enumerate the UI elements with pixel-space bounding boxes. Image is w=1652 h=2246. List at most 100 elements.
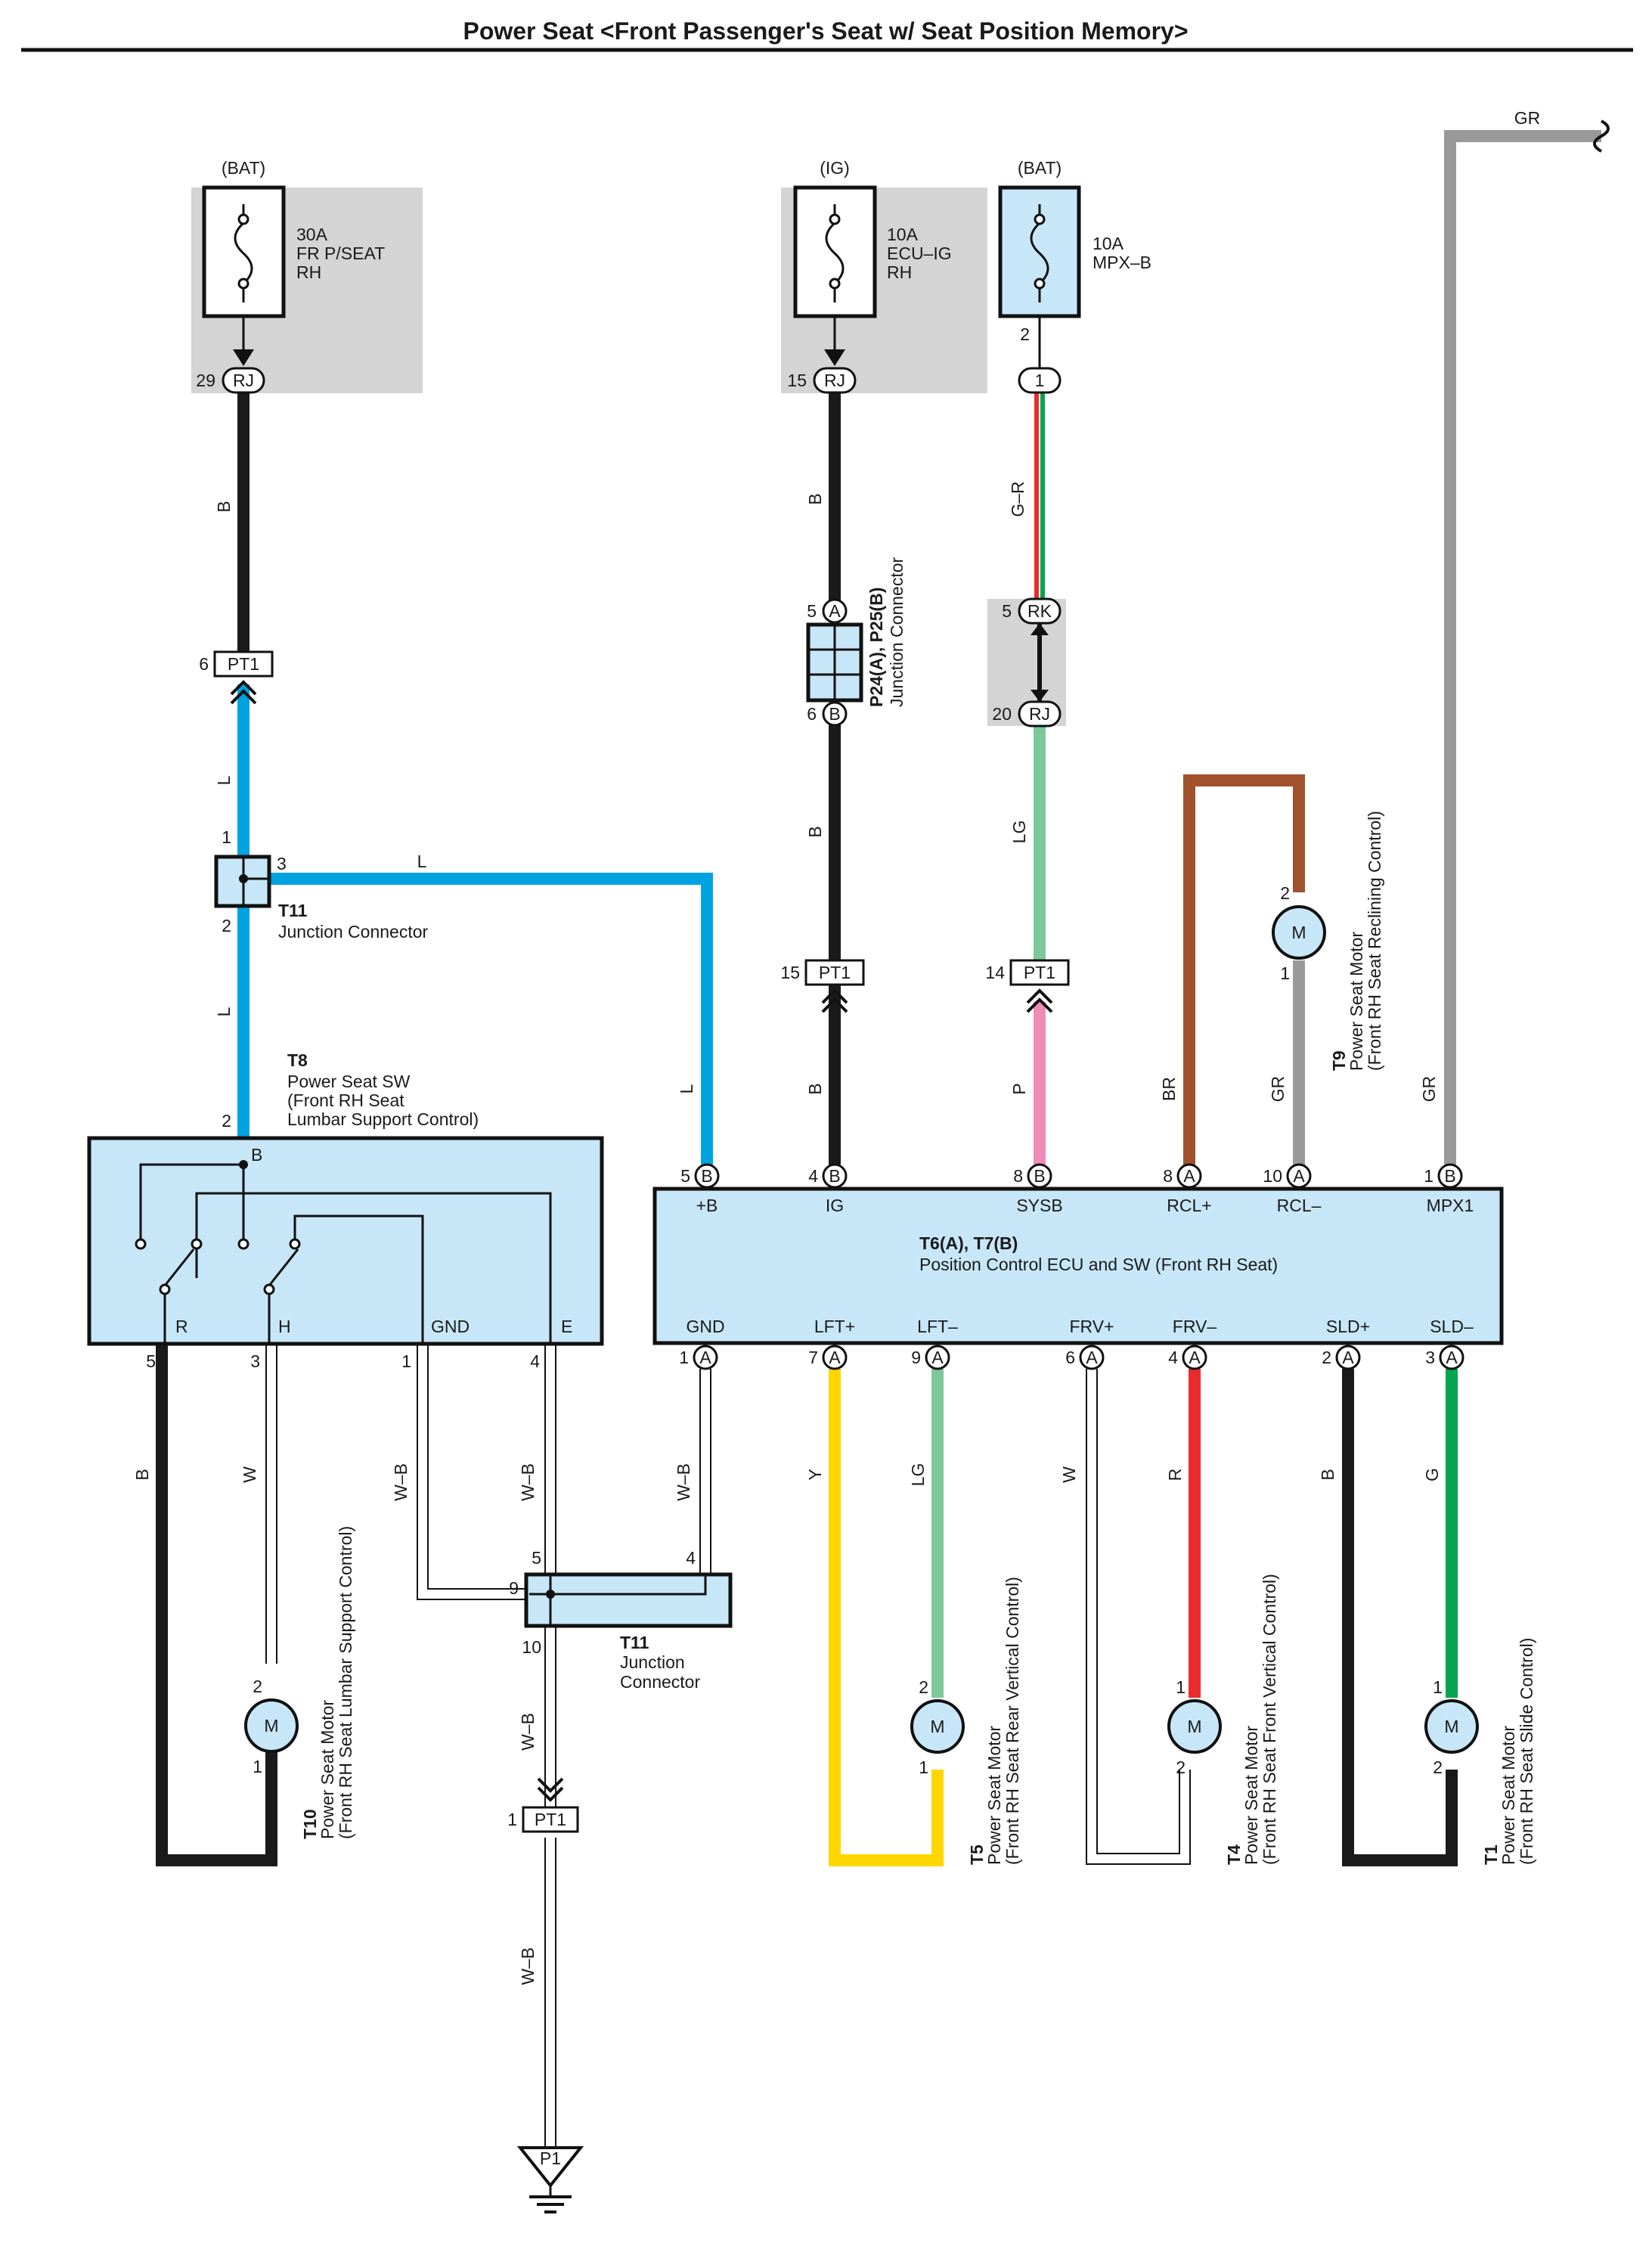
motor-pin-bottom: 1: [919, 1757, 928, 1777]
wire-label-w-b: W–B: [674, 1463, 693, 1501]
fuse-mpx-b-element: [1030, 204, 1049, 302]
wire-label-g-r: G–R: [1008, 481, 1027, 517]
wire-wb-gnd-sw-b: [427, 1342, 529, 1590]
connector-rj-ig-label: RJ: [824, 371, 845, 390]
t9-name-1: Power Seat Motor: [1347, 932, 1366, 1071]
p24-id: P24(A), P25(B): [866, 588, 886, 707]
wire-label-l: L: [677, 1084, 696, 1094]
arrow-down-icon: [824, 349, 845, 366]
ecu-terminal-bottom: LFT+: [814, 1317, 855, 1336]
wire-label-gr: GR: [1514, 108, 1541, 128]
ground-connector-p1: [516, 2146, 584, 2189]
position-control-ecu-t6: [652, 1187, 1504, 1345]
wire-label-b: B: [1318, 1469, 1337, 1480]
wire-label-br: BR: [1159, 1077, 1179, 1101]
junction-line: [529, 1574, 707, 1596]
t8-terminal-b: B: [251, 1145, 262, 1165]
ecu-pin: [1182, 1345, 1207, 1370]
fuse-terminal: [237, 278, 250, 290]
wire-label-b: B: [214, 501, 234, 512]
pin-3-t8: 3: [250, 1351, 260, 1371]
motor-pin-top: 1: [1433, 1677, 1443, 1697]
fuse-ecu-ig-element: [825, 204, 845, 302]
junction-dot: [546, 1590, 555, 1599]
wire-l-to-ecu: [253, 873, 713, 1165]
pin-14-pt1: 14: [985, 963, 1005, 982]
wire-b-lumbar: [156, 1342, 277, 1866]
t10-name-1: Power Seat Motor: [318, 1700, 337, 1839]
pin-a-label: A: [829, 601, 841, 621]
wire-label-y: Y: [805, 1469, 825, 1480]
connector-chevron-icon: [230, 680, 257, 705]
t10-name-2: (Front RH Seat Lumbar Support Control): [336, 1526, 355, 1839]
ecu-pin-number: 5: [680, 1166, 690, 1186]
pin-5-rk: 5: [1002, 601, 1012, 621]
t8-name-3: Lumbar Support Control): [287, 1109, 479, 1129]
connector-rj-mpx: [1018, 700, 1062, 727]
ecu-pin-number: 6: [1065, 1348, 1075, 1367]
pin-9-t11b: 9: [509, 1578, 519, 1598]
pin-4-t8: 4: [530, 1351, 540, 1371]
ecu-terminal-top: IG: [826, 1196, 844, 1215]
pin-5-t11b: 5: [532, 1548, 541, 1568]
t10-id: T10: [300, 1809, 320, 1839]
t8-terminal-gnd: GND: [431, 1317, 470, 1336]
ecu-pin-letter: B: [829, 1166, 840, 1186]
wire-label-w-b: W–B: [518, 1947, 538, 1985]
ecu-pin-number: 9: [911, 1348, 921, 1367]
connector-pt1-left-label: PT1: [228, 654, 259, 674]
connector-rj-mpx-label: RJ: [1029, 704, 1050, 724]
arrow-down-icon: [233, 349, 254, 366]
motor-pin-bottom: 2: [1176, 1757, 1186, 1777]
fuse-rating-1: 30A: [296, 225, 328, 244]
ecu-bottom-pins: A1GNDA7LFT+A9LFT–A6FRV+A4FRV–A2SLD+A3SLD…: [679, 1317, 1474, 1370]
wire-label-w: W: [1059, 1466, 1079, 1483]
connector-pt1-ig-label: PT1: [819, 963, 851, 982]
ecu-pin-letter: A: [829, 1348, 841, 1367]
pin-20: 20: [992, 704, 1012, 724]
pin-2-t8: 2: [222, 1111, 231, 1131]
source-ig: (IG): [820, 158, 850, 178]
switch-line: [293, 1215, 424, 1342]
ecu-pin-letter: A: [1189, 1348, 1201, 1367]
connector-rj-left-label: RJ: [233, 371, 254, 390]
fuse-terminal: [829, 213, 841, 225]
pin-1-t8: 1: [401, 1351, 411, 1371]
t11-bottom-name-1: Junction: [620, 1652, 685, 1672]
switch-line: [139, 1163, 243, 1240]
t5-id: T5: [967, 1844, 987, 1865]
motor-symbol: M: [264, 1716, 278, 1736]
ecu-pin: [1439, 1345, 1464, 1370]
ecu-pin-number: 1: [679, 1348, 689, 1367]
switch-contact: [289, 1238, 301, 1250]
ecu-pin: [1286, 1163, 1312, 1189]
switch-contact: [135, 1238, 147, 1250]
wire-label-g: G: [1422, 1468, 1442, 1481]
t11-top-name: Junction Connector: [278, 922, 429, 942]
motor-pin-top: 2: [919, 1677, 928, 1697]
ecu-pin-number: 10: [1263, 1166, 1282, 1186]
connector-pt1-sysb: [1009, 959, 1070, 986]
connector-1-mpx: [1018, 367, 1062, 394]
wire-w-frv-b: [1096, 1369, 1180, 1854]
t11-top-id: T11: [278, 901, 308, 920]
wire-label-b: B: [805, 826, 825, 837]
wire-label-gr: GR: [1419, 1076, 1439, 1103]
ecu-terminal-top: RCL+: [1167, 1196, 1211, 1215]
wire-y-lft: [829, 1369, 944, 1866]
t4-name-1: Power Seat Motor: [1241, 1726, 1261, 1865]
motor-t9-reclining: [1272, 905, 1326, 960]
ecu-pin-letter: A: [699, 1348, 711, 1367]
ecu-pin-number: 4: [808, 1166, 818, 1186]
wire-label-w-b: W–B: [391, 1463, 411, 1501]
wire-break-symbol: [1593, 119, 1610, 153]
t8-name-1: Power Seat SW: [287, 1072, 411, 1091]
ecu-pin: [822, 1345, 848, 1370]
junction-dot: [239, 874, 248, 883]
connector-1-label: 1: [1035, 371, 1045, 390]
ecu-pin-letter: A: [1342, 1348, 1354, 1367]
ecu-pin-number: 8: [1013, 1166, 1023, 1186]
pin-5-t8: 5: [146, 1351, 156, 1371]
t1-name-2: (Front RH Seat Slide Control): [1517, 1638, 1536, 1865]
